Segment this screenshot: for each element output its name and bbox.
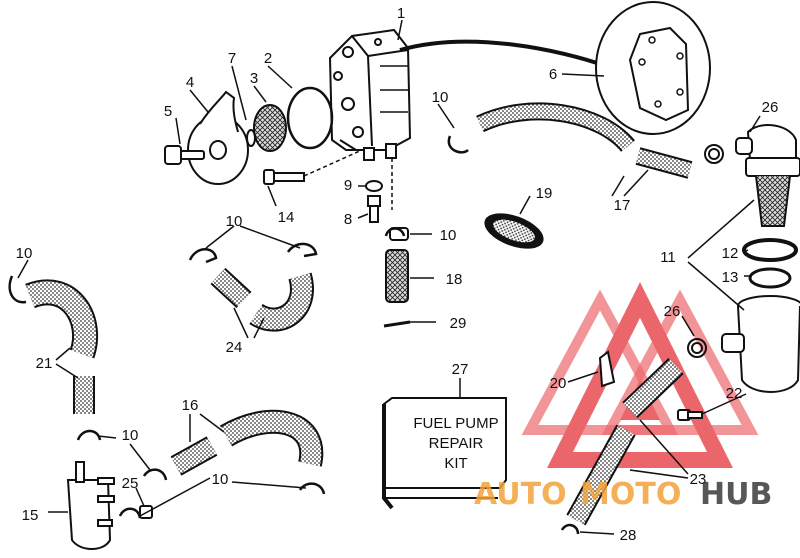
callout-10-b: 10 [226,213,243,230]
callout-8: 8 [344,211,352,228]
callout-3: 3 [250,70,258,87]
clip-10-left [8,275,27,304]
fitting [367,195,381,223]
seal-ring-13 [748,267,792,289]
clip-10-pair [188,135,469,264]
repair-kit-box [382,397,507,510]
fuel-filter-top [735,124,800,227]
callout-2: 2 [264,50,272,67]
callout-10-d: 10 [16,245,33,262]
callout-4: 4 [186,74,194,91]
watermark-part-3: HUB [700,477,772,512]
alignment-dashes [303,149,393,210]
callout-19: 19 [536,185,553,202]
callout-29: 29 [450,315,467,332]
callouts: 1 2 3 4 5 6 7 8 9 10 10 10 10 10 10 10 1… [16,5,779,544]
callout-7: 7 [228,50,236,67]
leader-lines [17,19,761,535]
callout-6: 6 [549,66,557,83]
filter-screen [253,104,287,152]
callout-28: 28 [620,527,637,544]
watermark-part-1: AUTO [474,477,567,512]
seal-ring-12 [742,238,798,262]
pump-pulse-line [399,39,607,68]
kit-line-1: FUEL PUMP [413,415,498,432]
callout-10-e: 10 [122,427,139,444]
o-ring-large [286,86,334,150]
kit-line-2: REPAIR [429,435,484,452]
hose-24 [210,267,314,332]
callout-9: 9 [344,177,352,194]
bracket-20 [598,350,616,388]
callout-5: 5 [164,103,172,120]
callout-25: 25 [122,475,139,492]
callout-13: 13 [722,269,739,286]
callout-21: 21 [36,355,53,372]
small-gasket [246,129,256,147]
watermark-part-2: MOTO [580,477,681,512]
washer [365,180,383,192]
kit-line-3: KIT [444,455,467,472]
fuel-filter-bowl [721,295,800,393]
hose-16 [170,409,324,476]
callout-10-f: 10 [212,471,229,488]
callout-22: 22 [726,385,743,402]
screw-22 [677,409,703,421]
callout-20: 20 [550,375,567,392]
callout-24: 24 [226,339,243,356]
hose-21 [25,279,99,414]
cover-screw [164,145,205,165]
callout-10-a: 10 [432,89,449,106]
callout-17: 17 [614,197,631,214]
callout-10-c: 10 [440,227,457,244]
watermark-text: AUTO MOTO HUB [474,477,772,512]
callout-23: 23 [690,471,707,488]
clamp-26-mid [687,338,707,358]
gasket-detail [595,1,711,135]
callout-18: 18 [446,271,463,288]
long-screw [263,169,305,185]
inline-filter [383,227,411,328]
clamp-26-top [704,144,724,164]
callout-16: 16 [182,397,199,414]
callout-11: 11 [660,249,676,266]
hose-23 [566,358,684,526]
callout-26-a: 26 [762,99,779,116]
callout-15: 15 [22,507,39,524]
callout-14: 14 [278,209,295,226]
callout-12: 12 [722,245,739,262]
callout-1: 1 [397,5,405,22]
fuel-pump-body [328,28,412,161]
pump-cover [187,90,249,185]
callout-26-b: 26 [664,303,681,320]
check-valve-disc [484,213,544,249]
clip-28 [560,523,580,535]
callout-27: 27 [452,361,469,378]
primer-unit [66,461,115,550]
